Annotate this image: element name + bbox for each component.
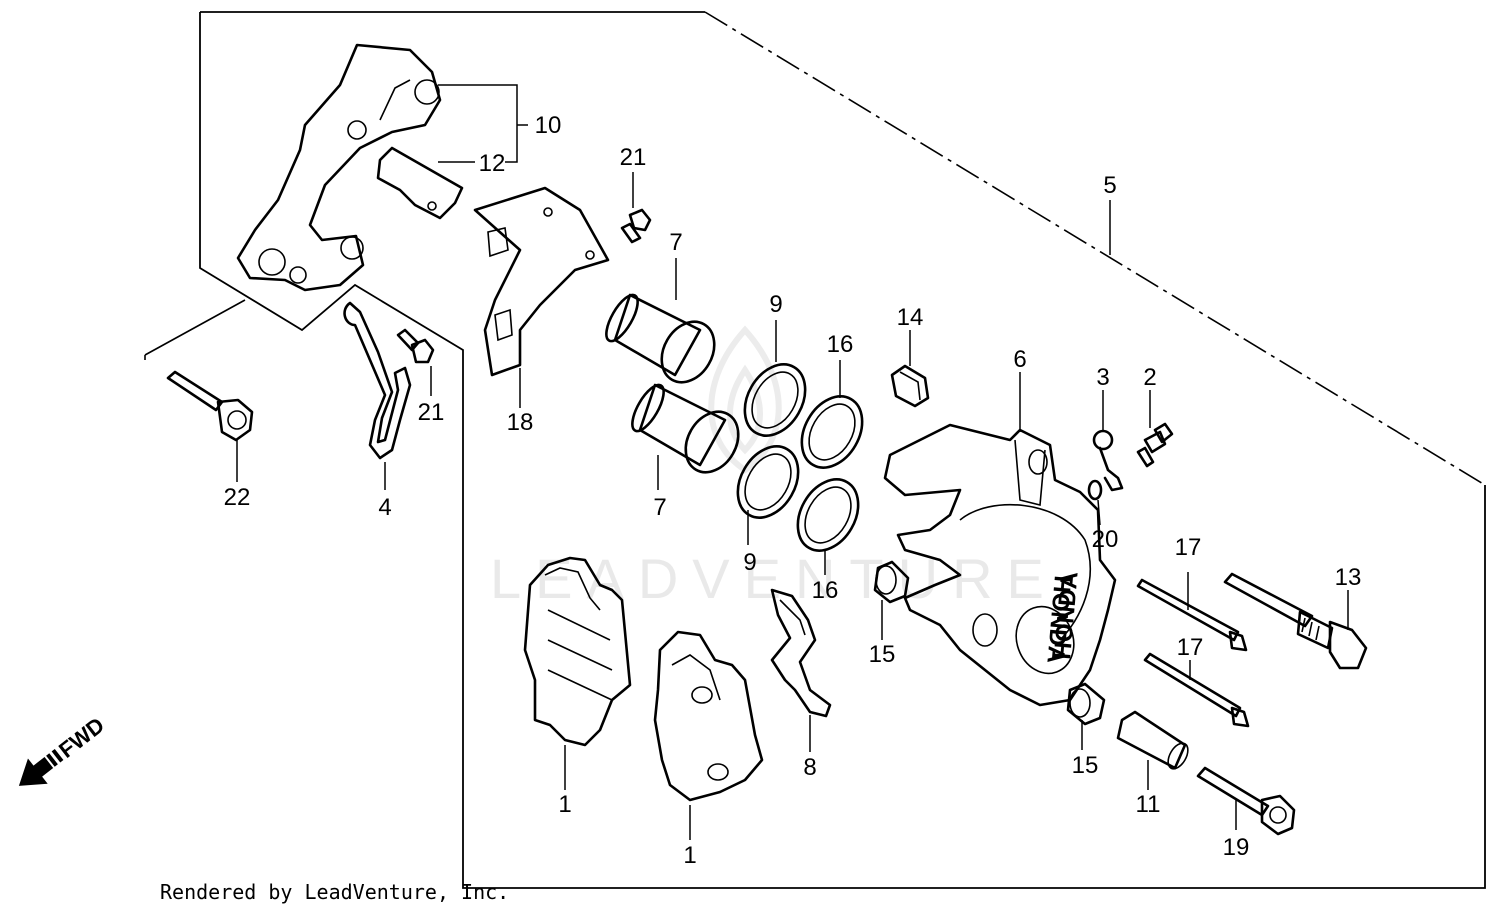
- callout-7-lower: 7: [653, 494, 666, 521]
- callout-17-upper: 17: [1175, 534, 1202, 561]
- boot-15-upper: [873, 560, 910, 604]
- piston-seal-upper: [743, 363, 807, 437]
- callout-21-left: 21: [418, 399, 445, 426]
- leader-22-frame: [144, 299, 246, 360]
- footer-credit: Rendered by LeadVenture, Inc.: [160, 880, 510, 904]
- callout-1-left: 1: [558, 791, 571, 818]
- pad-spring: [343, 301, 412, 460]
- forward-direction-arrow: FWD: [18, 712, 109, 786]
- bolt-19: [1196, 766, 1296, 836]
- leader-20: [1097, 499, 1101, 526]
- callout-4: 4: [378, 494, 391, 521]
- piston-seal-lower: [736, 445, 800, 519]
- leader-10-12: [438, 84, 528, 163]
- caliper-assembly-outline: [704, 11, 1486, 486]
- callout-22: 22: [224, 484, 251, 511]
- callout-17-lower: 17: [1177, 634, 1204, 661]
- bleeder-valve: [1136, 422, 1174, 468]
- callout-12: 12: [479, 150, 506, 177]
- callout-3: 3: [1096, 364, 1109, 391]
- callout-19: 19: [1223, 834, 1250, 861]
- pin-bolt-13: [1223, 572, 1368, 670]
- callout-10: 10: [535, 112, 562, 139]
- callout-15-upper: 15: [869, 641, 896, 668]
- callout-2: 2: [1143, 364, 1156, 391]
- pad-spring-8: [770, 588, 832, 718]
- callout-9-lower: 9: [743, 549, 756, 576]
- boot-15-lower: [1066, 682, 1106, 726]
- bracket-assembly-frame: [199, 11, 1486, 889]
- piston-upper: [605, 293, 716, 384]
- sleeve-11: [1116, 710, 1189, 770]
- piston-lower: [631, 383, 740, 474]
- callout-7-upper: 7: [669, 229, 682, 256]
- brake-pad-left: [523, 556, 632, 747]
- slide-pin-17-lower: [1143, 652, 1250, 728]
- callout-16-lower: 16: [812, 577, 839, 604]
- mounting-bolt-22: [166, 370, 254, 442]
- bleeder-cap: [1092, 429, 1124, 492]
- callout-21-top: 21: [620, 144, 647, 171]
- callout-1-right: 1: [683, 842, 696, 869]
- callout-5: 5: [1103, 172, 1116, 199]
- callout-6: 6: [1013, 346, 1026, 373]
- slide-pin-17-upper: [1136, 578, 1248, 652]
- callout-14: 14: [897, 304, 924, 331]
- callout-9-upper: 9: [769, 291, 782, 318]
- dust-seal-upper: [800, 395, 864, 469]
- plug-14: [890, 364, 930, 408]
- dust-seal-lower: [796, 478, 860, 552]
- callout-16-upper: 16: [827, 331, 854, 358]
- bolt-21-left: [396, 328, 435, 364]
- caliper-bracket: [236, 43, 442, 292]
- sealing-washer: [1087, 479, 1103, 501]
- brake-pad-right: [653, 630, 764, 802]
- bolt-21-top: [620, 208, 652, 244]
- callout-11: 11: [1136, 791, 1161, 818]
- callout-13: 13: [1335, 564, 1362, 591]
- pad-retainer-clip: [376, 146, 464, 220]
- callout-20: 20: [1092, 526, 1119, 553]
- callout-8: 8: [803, 754, 816, 781]
- heat-shield-plate: [473, 186, 610, 377]
- callout-18: 18: [507, 409, 534, 436]
- fwd-label: FWD: [54, 712, 109, 763]
- callout-15-lower: 15: [1072, 752, 1099, 779]
